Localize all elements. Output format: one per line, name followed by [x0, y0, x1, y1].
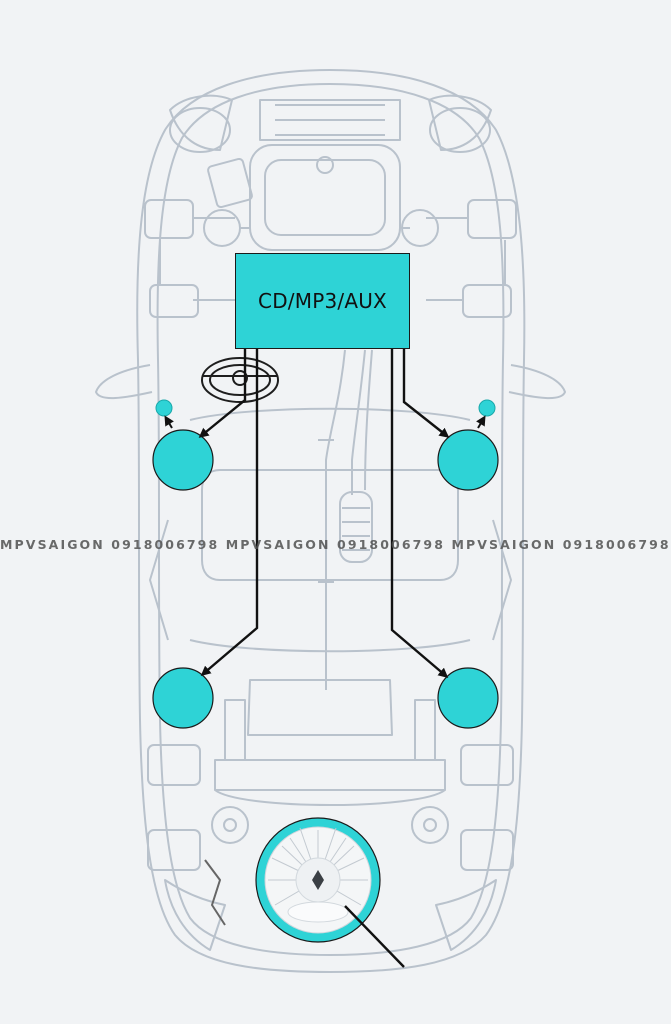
- head-unit-label: CD/MP3/AUX: [258, 289, 387, 313]
- engine-block: [203, 99, 439, 251]
- wire-rear-right: [390, 349, 449, 678]
- wire-tweeter-left: [164, 415, 174, 429]
- front-left-tweeter: [155, 399, 173, 417]
- wire-front-right: [402, 349, 450, 438]
- head-unit-box: CD/MP3/AUX: [235, 253, 410, 349]
- rear-left-speaker: [152, 667, 214, 729]
- front-suspension: [144, 199, 517, 318]
- wire-tweeter-right: [476, 415, 486, 429]
- watermark-text: MPVSAIGON 0918006798 MPVSAIGON 091800679…: [0, 537, 671, 552]
- wire-rear-left: [200, 349, 259, 676]
- speaker-wiring: [164, 349, 486, 968]
- rear-subframe: [147, 679, 514, 926]
- exhaust-driveshaft: [318, 349, 373, 690]
- wire-front-left: [198, 349, 247, 438]
- wire-subwoofer: [344, 905, 405, 968]
- front-left-speaker: [152, 429, 214, 491]
- front-right-tweeter: [478, 399, 496, 417]
- car-outline: [95, 69, 566, 973]
- rear-right-speaker: [437, 667, 499, 729]
- front-right-speaker: [437, 429, 499, 491]
- steering-wheel: [201, 357, 279, 403]
